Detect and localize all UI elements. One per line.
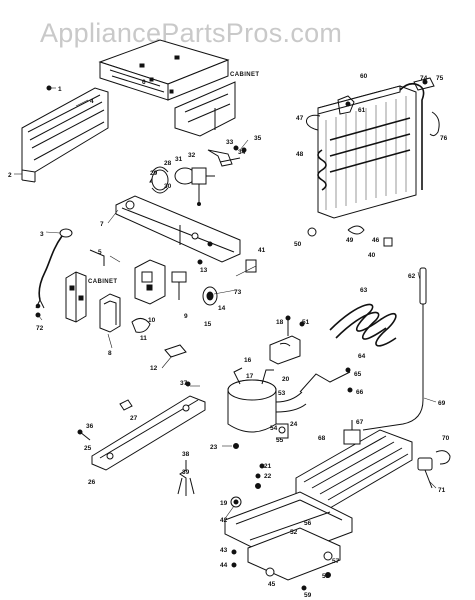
callout-4: 4	[90, 98, 94, 105]
callout-27: 27	[130, 415, 138, 422]
cabinet-label-left: CABINET	[88, 279, 117, 285]
callout-72: 72	[36, 325, 44, 332]
callout-16: 16	[244, 357, 252, 364]
callout-15: 15	[204, 321, 212, 328]
callout-7: 7	[100, 221, 104, 228]
callout-20: 20	[282, 376, 290, 383]
callout-74: 74	[420, 75, 428, 82]
callout-51: 51	[302, 319, 310, 326]
callout-46: 46	[372, 237, 380, 244]
callout-36: 36	[86, 423, 94, 430]
callout-49: 49	[346, 237, 354, 244]
callout-13: 13	[200, 267, 208, 274]
base-frame	[177, 460, 353, 591]
callout-55: 55	[276, 437, 284, 444]
callout-62: 62	[408, 273, 416, 280]
callout-8: 8	[108, 350, 112, 357]
callout-38: 38	[182, 451, 190, 458]
callout-50: 50	[294, 241, 302, 248]
callout-32: 32	[188, 152, 196, 159]
callout-42: 42	[220, 517, 228, 524]
callout-61: 61	[358, 107, 366, 114]
callout-71: 71	[438, 487, 446, 494]
callout-64: 64	[358, 353, 366, 360]
watermark-text: AppliancePartsPros.com	[40, 18, 342, 48]
callout-60: 60	[360, 73, 368, 80]
control-bracket	[115, 195, 241, 263]
callout-17: 17	[246, 373, 254, 380]
cabinet-top	[98, 39, 236, 137]
callout-18: 18	[276, 319, 284, 326]
callout-26: 26	[88, 479, 96, 486]
callout-9: 9	[184, 313, 188, 320]
callout-67: 67	[356, 419, 364, 426]
callout-57: 57	[332, 558, 340, 565]
callout-75: 75	[436, 75, 444, 82]
callout-39: 39	[182, 469, 190, 476]
callout-1: 1	[58, 86, 62, 93]
callout-29: 29	[150, 170, 158, 177]
drain-fitting	[417, 450, 451, 489]
callout-3: 3	[40, 231, 44, 238]
callout-43: 43	[220, 547, 228, 554]
callout-33: 33	[226, 139, 234, 146]
callout-41: 41	[258, 247, 266, 254]
callout-48: 48	[296, 151, 304, 158]
callout-56: 56	[304, 520, 312, 527]
condenser-coil	[329, 303, 397, 347]
callout-12: 12	[150, 365, 158, 372]
callout-28: 28	[164, 160, 172, 167]
wire-harness	[35, 228, 73, 309]
callout-34: 34	[238, 149, 246, 156]
callout-5: 5	[98, 249, 102, 256]
callout-30: 30	[164, 183, 172, 190]
callout-35: 35	[254, 135, 262, 142]
base-pan	[295, 420, 413, 509]
callout-69: 69	[438, 400, 446, 407]
callout-68: 68	[318, 435, 326, 442]
callout-76: 76	[440, 135, 448, 142]
callout-6: 6	[142, 79, 146, 86]
callout-numbers: 1 2 3 4 5 6 7 8 9 10 11 12 13 14 15 16 1…	[8, 73, 450, 599]
callout-54: 54	[270, 425, 278, 432]
control-box-parts	[35, 249, 257, 358]
callout-70: 70	[442, 435, 450, 442]
callout-23: 23	[210, 444, 218, 451]
callout-24: 24	[290, 421, 298, 428]
callout-59: 59	[304, 592, 312, 599]
callout-2: 2	[8, 172, 12, 179]
callout-44: 44	[220, 562, 228, 569]
callout-14: 14	[218, 305, 226, 312]
evaporator-coil	[306, 77, 440, 247]
callout-25: 25	[84, 445, 92, 452]
compressor	[227, 315, 353, 449]
callout-66: 66	[356, 389, 364, 396]
callout-10: 10	[148, 317, 156, 324]
base-rail	[77, 381, 206, 471]
callout-47: 47	[296, 115, 304, 122]
callout-73: 73	[234, 289, 242, 296]
callout-53: 53	[278, 390, 286, 397]
callout-63: 63	[360, 287, 368, 294]
callout-40: 40	[368, 252, 376, 259]
callout-19: 19	[220, 500, 228, 507]
callout-31: 31	[175, 156, 183, 163]
drier-tube	[362, 267, 427, 431]
callout-11: 11	[140, 335, 147, 342]
side-panel	[21, 85, 109, 183]
callout-21: 21	[264, 463, 272, 470]
callout-37: 37	[180, 380, 188, 387]
cabinet-label-top: CABINET	[230, 72, 259, 78]
leader-lines	[14, 87, 437, 521]
callout-65: 65	[354, 371, 362, 378]
callout-52: 52	[290, 529, 298, 536]
callout-22: 22	[264, 473, 272, 480]
fan-motor	[149, 145, 247, 206]
callout-45: 45	[268, 581, 276, 588]
callout-58: 58	[322, 573, 330, 580]
